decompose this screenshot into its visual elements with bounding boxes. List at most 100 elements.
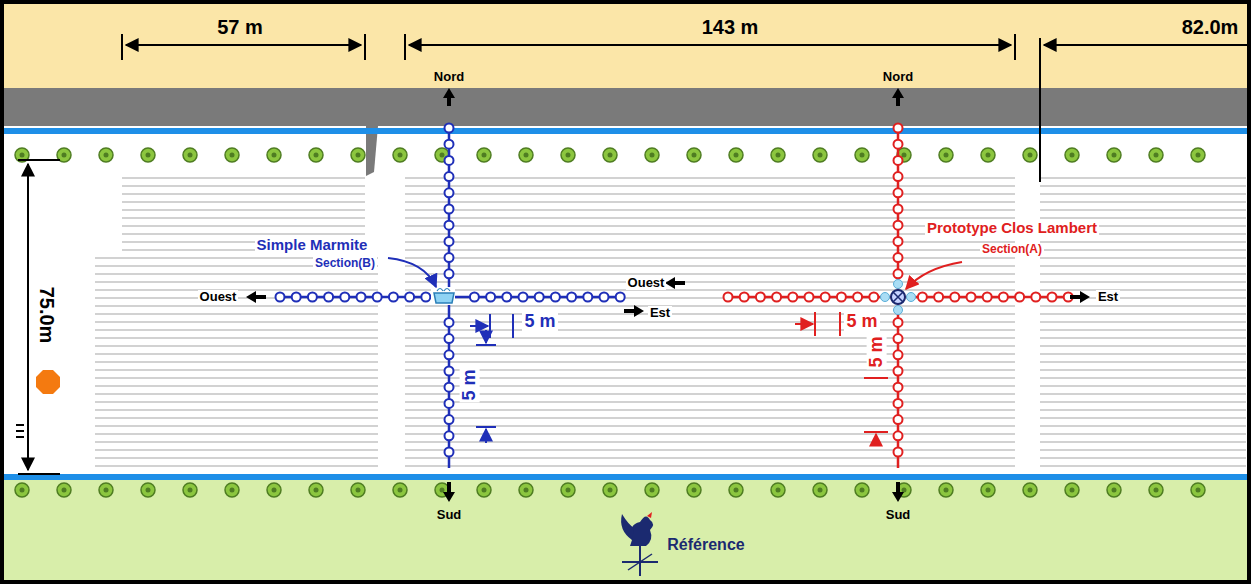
sampling-point [934,293,943,302]
sampling-point [373,293,382,302]
sampling-point [308,293,317,302]
sampling-point [421,293,430,302]
sampling-point [894,124,903,133]
sampling-point [470,293,479,302]
tree [1149,483,1163,497]
vine-row [405,345,1015,347]
marmite-icon [431,287,455,305]
road-verge [0,0,1251,88]
sampling-point [869,293,878,302]
tree [603,483,617,497]
tree [225,148,239,162]
tree [267,148,281,162]
sampling-point [405,293,414,302]
ditch-south [0,474,1251,480]
vine-row [405,353,1015,355]
sampling-point [853,293,862,302]
section-label: Section(A) [980,243,1044,256]
sampling-point [894,188,903,197]
vine-row [405,225,1015,227]
tree [939,483,953,497]
tree [1065,483,1079,497]
vine-row [1040,281,1246,283]
vine-row [122,209,365,211]
vine-row [95,305,378,307]
vine-row [1040,441,1246,443]
sampling-point [1015,293,1024,302]
vine-rows [95,178,1246,466]
sampling-point [445,237,454,246]
sampling-point [357,293,366,302]
vine-row [95,393,378,395]
vine-row [95,425,378,427]
vine-row [95,385,378,387]
vine-row [405,305,1015,307]
vine-row [405,457,1015,459]
sampling-point [837,293,846,302]
vine-row [405,361,1015,363]
direction-label: Est [1096,290,1120,304]
sampling-point [999,293,1008,302]
sampling-point [894,253,903,262]
vine-row [1040,177,1246,179]
vine-row [405,409,1015,411]
sampling-point [567,293,576,302]
vine-row [405,185,1015,187]
tree [1191,148,1205,162]
dimension-label: 143 m [700,16,761,38]
sampling-point [894,156,903,165]
vine-row [1040,369,1246,371]
vine-row [405,401,1015,403]
vine-row [1040,433,1246,435]
station-name: Simple Marmite [255,237,370,254]
tree [1023,148,1037,162]
tree [477,483,491,497]
direction-label: Ouest [626,276,667,290]
sampling-point [821,293,830,302]
sampling-point [756,293,765,302]
tree [855,148,869,162]
spacing-label: 5 m [844,312,879,332]
tree [183,148,197,162]
sampling-point [445,448,454,457]
tree [645,148,659,162]
callout-arrows [388,258,962,289]
tree [603,148,617,162]
direction-label: Est [648,306,672,320]
vine-row [1040,457,1246,459]
tree [771,483,785,497]
tree [561,148,575,162]
road [0,88,1251,126]
vine-row [405,281,1015,283]
vine-row [95,353,378,355]
vine-row [1040,449,1246,451]
vine-row [1040,185,1246,187]
vine-row [405,449,1015,451]
vine-row [95,409,378,411]
vine-row [1040,353,1246,355]
direction-label: Sud [435,508,464,522]
vine-row [1040,337,1246,339]
sampling-point [894,415,903,424]
vine-row [1040,417,1246,419]
vine-row [1040,193,1246,195]
reference-label: Référence [665,536,746,554]
vine-row [1040,217,1246,219]
vineyard-field [0,126,1251,478]
sampling-point [788,293,797,302]
sampling-point [894,205,903,214]
vine-row [405,233,1015,235]
sampling-point [292,293,301,302]
vine-row [122,217,365,219]
vine-row [95,345,378,347]
sampling-point [894,431,903,440]
vine-row [405,369,1015,371]
sampling-point [445,415,454,424]
vine-row [405,265,1015,267]
vine-row [1040,329,1246,331]
vine-row [1040,321,1246,323]
sampling-point [445,383,454,392]
ditch-north [0,128,1251,134]
sampling-point [445,188,454,197]
spacing-dimensions [470,312,888,446]
